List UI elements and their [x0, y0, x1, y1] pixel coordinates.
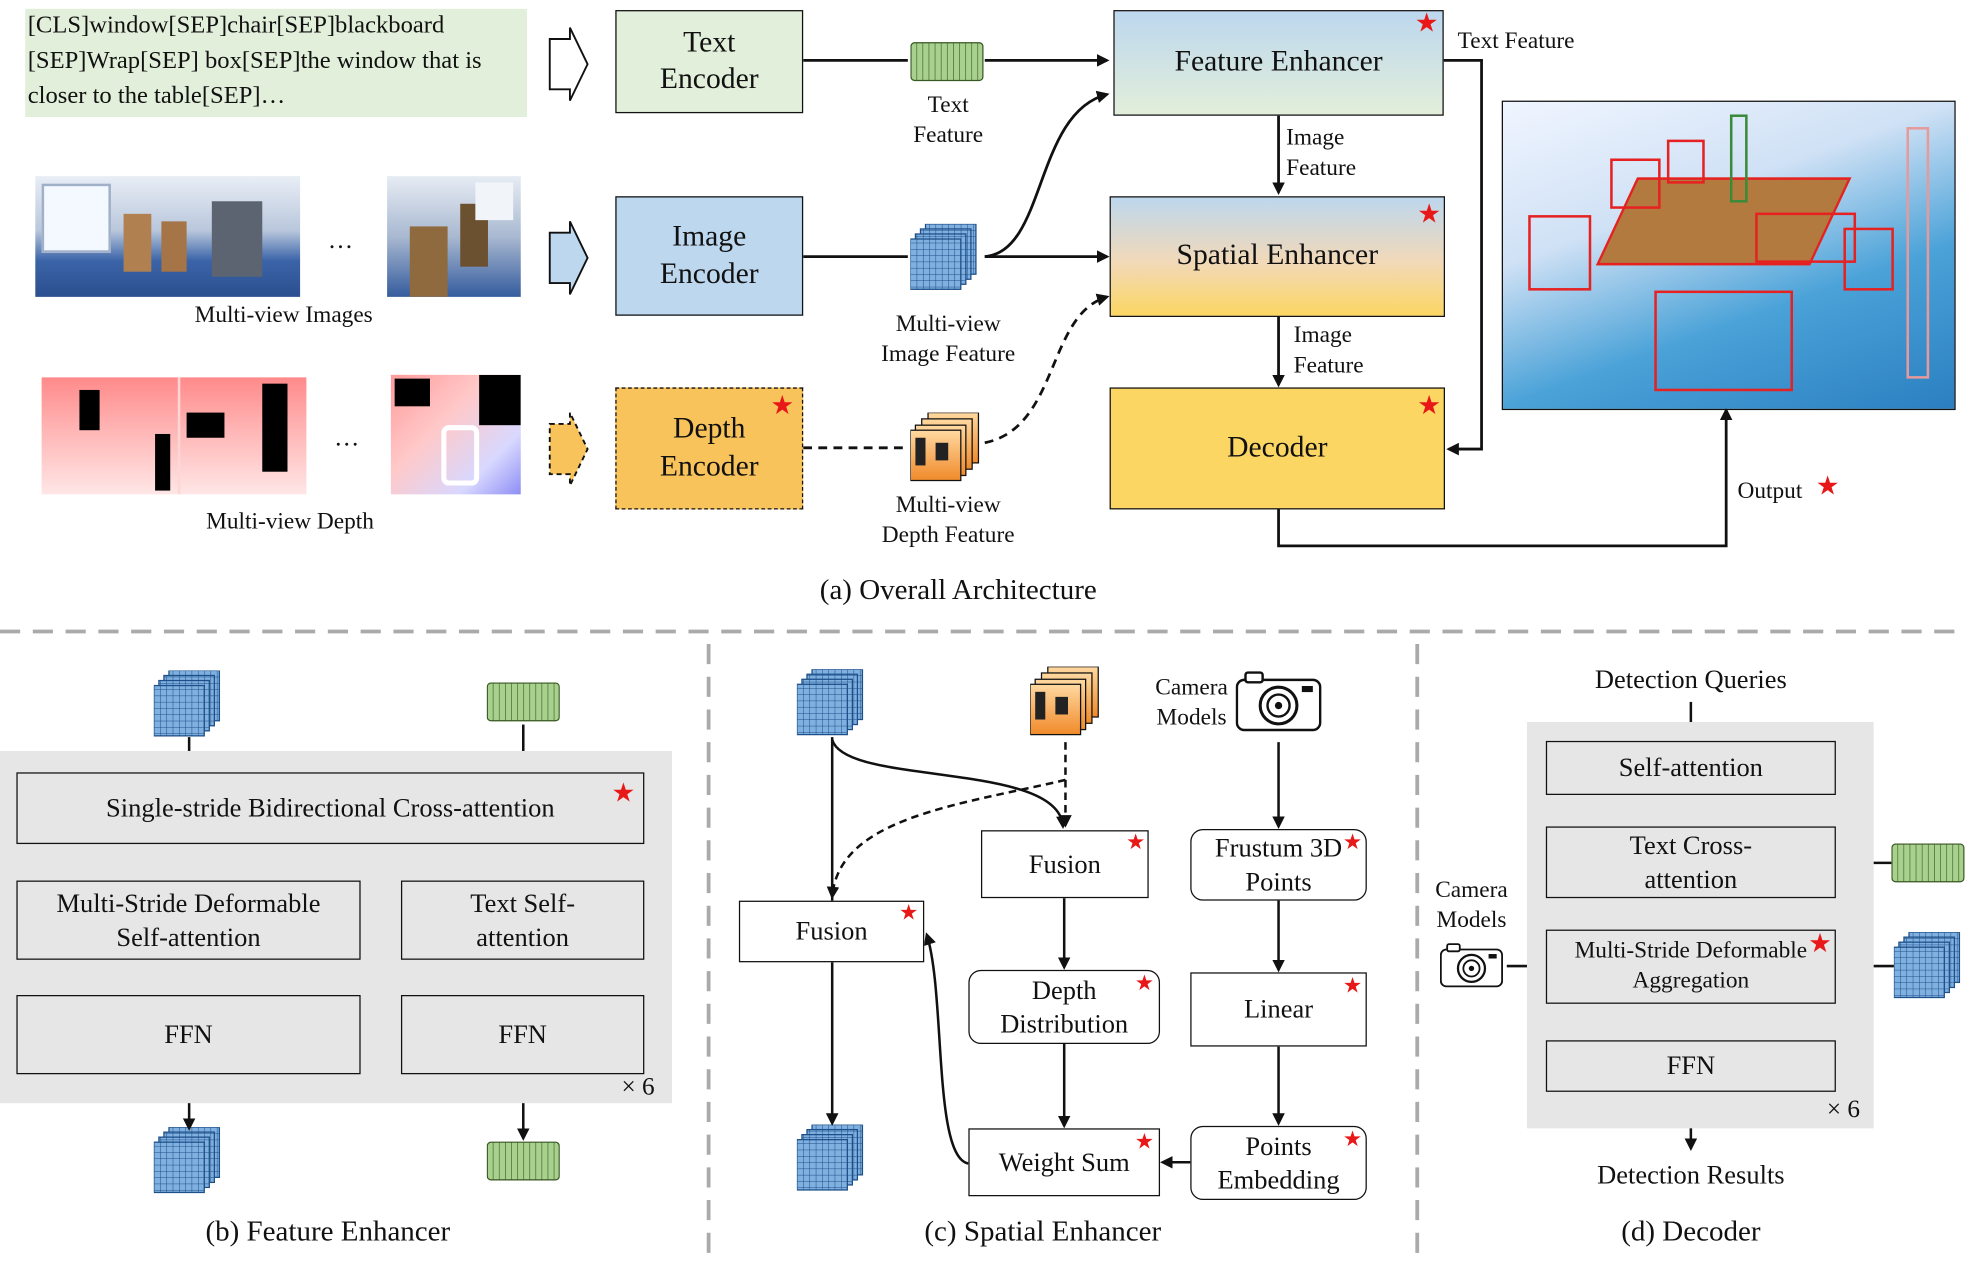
se-linear-star-icon: ★ [1342, 973, 1363, 998]
se-weight-sum-star-icon: ★ [1134, 1129, 1155, 1154]
feature-enhancer-box: Feature Enhancer [1113, 10, 1444, 116]
caption-a: (a) Overall Architecture [819, 573, 1097, 606]
fe-text-self-box: Text Self-attention [400, 880, 645, 960]
fe-ffn-left-box: FFN [16, 994, 361, 1075]
fe-image-out-icon [153, 1127, 221, 1194]
text-prompt: [CLS]window[SEP]chair[SEP]blackboard [SE… [25, 8, 528, 117]
fe-cross-attention-box: Single-stride Bidirectional Cross-attent… [16, 772, 645, 845]
se-camera-models-label: Camera Models [1155, 675, 1228, 731]
input-arrow-depth [548, 412, 589, 486]
output-star-icon: ★ [1815, 470, 1840, 501]
image-feature-icon [910, 223, 977, 290]
image-feature-label-1: Image Feature [1286, 125, 1357, 182]
multiview-depth-feature-label: Multi-view Depth Feature [881, 493, 1015, 549]
fe-image-in-icon [153, 670, 221, 737]
se-depth-in-icon [1030, 666, 1099, 736]
caption-d: (d) Decoder [1621, 1215, 1761, 1247]
se-image-out-icon [796, 1124, 864, 1191]
caption-b: (b) Feature Enhancer [205, 1215, 451, 1247]
fe-text-in-icon [486, 682, 560, 722]
text-feature-out-label: Text Feature [1457, 28, 1575, 55]
dec-queries-label: Detection Queries [1594, 664, 1787, 695]
detection-result-scene [1501, 100, 1956, 411]
input-arrow-image [548, 220, 589, 295]
spatial-enhancer-star-icon: ★ [1417, 198, 1441, 229]
text-encoder-box: Text Encoder [615, 10, 804, 114]
se-weight-sum-box: Weight Sum [968, 1128, 1161, 1197]
multiview-depth-2 [390, 374, 521, 495]
depth-encoder-box: Depth Encoder [615, 387, 804, 510]
spatial-enhancer-box: Spatial Enhancer [1109, 196, 1445, 317]
output-label: Output [1737, 479, 1803, 505]
se-fusion-top-box: Fusion [980, 830, 1149, 899]
decoder-box: Decoder [1109, 387, 1445, 510]
se-depth-distribution-star-icon: ★ [1134, 971, 1155, 995]
dec-multi-stride-box: Multi-Stride Deformable Aggregation [1545, 929, 1836, 1004]
se-frustum-star-icon: ★ [1342, 830, 1363, 855]
dec-results-label: Detection Results [1597, 1159, 1785, 1190]
fe-multi-stride-box: Multi-Stride Deformable Self-attention [16, 880, 361, 960]
multiview-depth-label: Multi-view Depth [206, 509, 374, 535]
multiview-image-feature-label: Multi-view Image Feature [881, 311, 1016, 368]
decoder-star-icon: ★ [1417, 389, 1441, 421]
se-image-in-icon [796, 669, 864, 736]
fe-repeat-label: × 6 [621, 1072, 655, 1101]
se-frustum-box: Frustum 3D Points [1190, 828, 1367, 901]
se-camera-icon [1235, 670, 1322, 732]
multiview-images-ellipsis: … [327, 226, 354, 255]
image-feature-label-2: Image Feature [1293, 323, 1364, 379]
dec-multi-stride-star-icon: ★ [1808, 928, 1832, 959]
multiview-image-1 [35, 176, 301, 297]
multiview-depth-ellipsis: … [334, 423, 360, 452]
text-feature-label: Text Feature [913, 93, 984, 149]
se-points-embedding-box: Points Embedding [1190, 1125, 1367, 1201]
se-fusion-left-star-icon: ★ [899, 900, 919, 925]
multiview-image-2 [387, 176, 521, 297]
multiview-images-label: Multi-view Images [194, 303, 373, 329]
caption-c: (c) Spatial Enhancer [924, 1215, 1162, 1247]
depth-feature-icon [910, 412, 980, 482]
dec-self-attention-box: Self-attention [1545, 740, 1836, 795]
fe-text-out-icon [486, 1141, 560, 1181]
se-depth-distribution-box: Depth Distribution [968, 969, 1161, 1045]
text-feature-icon [910, 42, 984, 82]
depth-encoder-star-icon: ★ [770, 389, 795, 421]
dec-image-in-icon [1893, 932, 1961, 999]
se-points-embedding-star-icon: ★ [1342, 1127, 1363, 1151]
multiview-depth-1 [41, 377, 307, 495]
input-arrow-text [548, 27, 589, 102]
dec-camera-models-label: Camera Models [1435, 878, 1508, 934]
fe-ffn-right-box: FFN [400, 994, 645, 1075]
se-fusion-left-box: Fusion [738, 900, 925, 963]
image-encoder-box: Image Encoder [615, 196, 804, 316]
se-linear-box: Linear [1190, 972, 1367, 1047]
dec-text-in-icon [1891, 843, 1965, 883]
dec-text-cross-box: Text Cross-attention [1545, 826, 1836, 899]
feature-enhancer-star-icon: ★ [1414, 7, 1439, 38]
se-fusion-top-star-icon: ★ [1125, 830, 1146, 855]
dec-camera-icon [1439, 942, 1503, 988]
dec-repeat-label: × 6 [1826, 1095, 1861, 1124]
fe-cross-attention-star-icon: ★ [611, 777, 636, 808]
dec-ffn-box: FFN [1545, 1040, 1836, 1092]
